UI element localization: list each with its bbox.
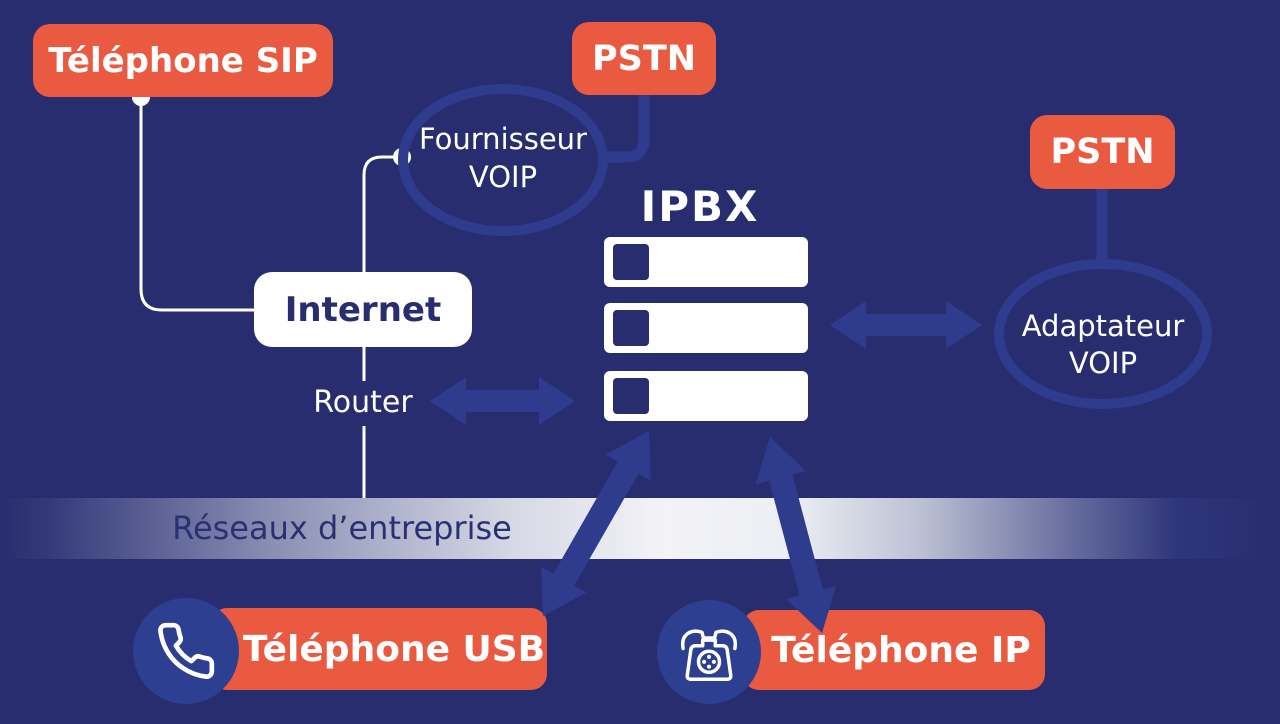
internet-label: Internet bbox=[284, 289, 442, 330]
telephone-ip-node: Téléphone IP bbox=[743, 610, 1045, 690]
telephone-sip-node: Téléphone SIP bbox=[33, 24, 333, 97]
connector-voip-internet-upper bbox=[362, 155, 402, 381]
telephone-usb-circle bbox=[133, 598, 239, 704]
pstn-right-node: PSTN bbox=[1030, 115, 1175, 189]
ipbx-label: IPBX bbox=[640, 182, 760, 231]
connector-sip-internet bbox=[139, 97, 256, 312]
fournisseur-voip-ellipse bbox=[398, 84, 608, 236]
pstn-top-label: PSTN bbox=[591, 38, 697, 79]
adaptateur-voip-line1: Adaptateur bbox=[1021, 309, 1185, 343]
fournisseur-voip-line1: Fournisseur bbox=[419, 122, 587, 156]
server-stack-icon bbox=[604, 237, 808, 421]
adaptateur-voip-line2: VOIP bbox=[1068, 346, 1138, 380]
connector-pstn-fournisseur bbox=[601, 94, 650, 163]
fournisseur-voip-line2: VOIP bbox=[468, 160, 538, 194]
arrow-router-ipbx bbox=[430, 377, 575, 425]
telephone-usb-label: Téléphone USB bbox=[242, 628, 546, 670]
telephone-ip-circle bbox=[657, 600, 761, 704]
arrow-ipbx-adaptateur bbox=[830, 301, 982, 349]
fournisseur-voip-node: Fournisseur VOIP bbox=[403, 120, 603, 196]
internet-node: Internet bbox=[254, 272, 472, 347]
pstn-top-node: PSTN bbox=[572, 22, 716, 95]
telephone-usb-node: Téléphone USB bbox=[211, 608, 547, 690]
adaptateur-voip-ellipse bbox=[994, 259, 1212, 409]
adaptateur-voip-node: Adaptateur VOIP bbox=[1003, 308, 1203, 382]
telephone-ip-label: Téléphone IP bbox=[771, 629, 1031, 671]
pstn-right-label: PSTN bbox=[1050, 132, 1155, 172]
router-label: Router bbox=[313, 385, 413, 420]
telephone-sip-label: Téléphone SIP bbox=[48, 40, 318, 81]
enterprise-network-label: Réseaux d’entreprise bbox=[172, 509, 512, 547]
rotary-phone-icon bbox=[681, 629, 737, 682]
handset-icon bbox=[158, 622, 215, 679]
